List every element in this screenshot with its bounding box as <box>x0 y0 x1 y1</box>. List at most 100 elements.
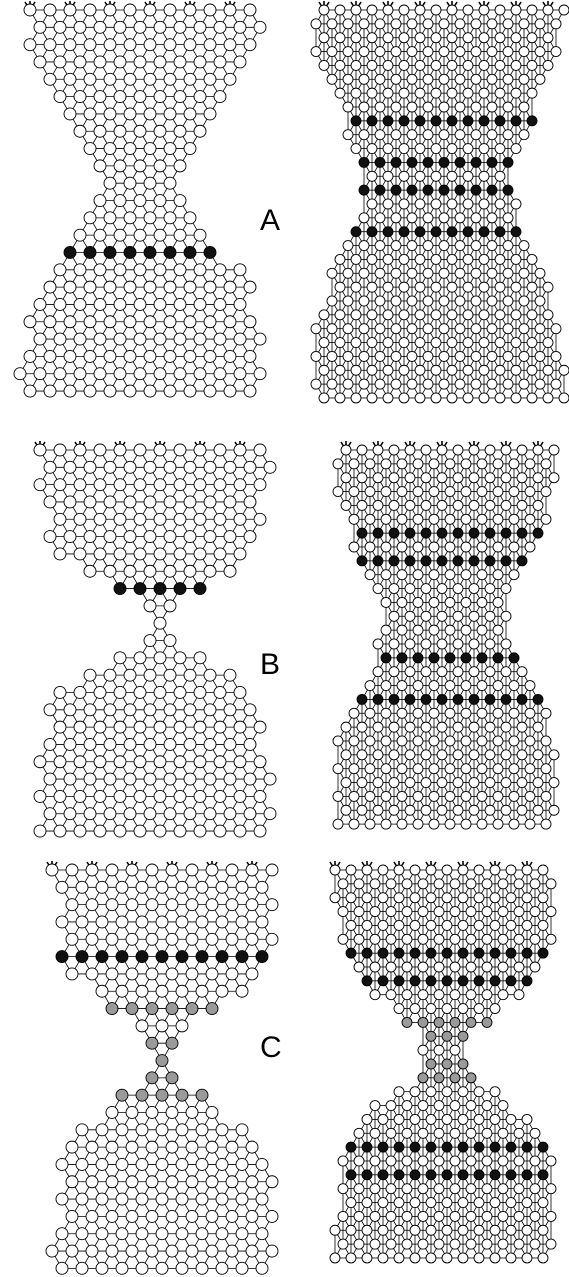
atom <box>43 703 57 717</box>
atom <box>486 184 498 196</box>
atom <box>63 703 77 717</box>
atom <box>342 295 354 307</box>
atom <box>364 790 376 802</box>
atom <box>153 686 167 699</box>
atom <box>332 763 344 775</box>
atom <box>382 4 394 16</box>
atom <box>518 101 530 113</box>
atom <box>143 460 157 474</box>
atom <box>83 384 97 398</box>
atom <box>406 267 418 279</box>
atom <box>93 755 107 769</box>
atom <box>372 721 384 733</box>
atom <box>153 159 167 173</box>
atom <box>452 749 464 761</box>
atom <box>476 596 488 608</box>
atom <box>446 392 458 404</box>
atom <box>414 392 426 404</box>
atom <box>23 3 37 17</box>
atom <box>193 720 207 734</box>
atom <box>484 638 496 650</box>
atom <box>516 499 528 511</box>
atom <box>203 460 217 474</box>
atom <box>143 737 157 751</box>
atom <box>334 4 346 16</box>
atom <box>83 349 97 363</box>
atom <box>398 115 410 127</box>
atom <box>444 735 456 747</box>
atom <box>364 486 376 498</box>
atom <box>532 499 544 511</box>
atom <box>163 280 177 294</box>
atom <box>93 228 107 242</box>
atom <box>454 18 466 30</box>
atom <box>532 527 544 539</box>
atom <box>550 378 562 390</box>
atom <box>484 444 496 456</box>
atom <box>374 184 386 196</box>
atom <box>374 350 386 362</box>
atom <box>350 226 362 238</box>
atom <box>436 693 448 705</box>
atom <box>404 555 416 567</box>
atom <box>358 240 370 252</box>
atom <box>478 253 490 265</box>
atom <box>113 297 127 311</box>
atom <box>223 3 237 17</box>
atom <box>183 280 197 294</box>
atom <box>350 364 362 376</box>
atom <box>332 486 344 498</box>
atom <box>420 721 432 733</box>
atom <box>452 693 464 705</box>
atom <box>83 737 97 751</box>
atom <box>374 240 386 252</box>
atom <box>404 777 416 788</box>
atom <box>253 789 267 803</box>
atom <box>193 443 207 457</box>
atom <box>388 472 400 484</box>
atom <box>468 583 480 595</box>
atom <box>223 530 237 544</box>
atom <box>484 583 496 595</box>
atom <box>414 59 426 71</box>
atom <box>446 143 458 155</box>
atom <box>193 297 207 311</box>
atom <box>550 350 562 362</box>
atom <box>404 666 416 678</box>
atom <box>33 443 47 457</box>
atom <box>388 527 400 539</box>
atom <box>462 281 474 293</box>
atom <box>173 194 187 207</box>
atom <box>213 443 227 457</box>
atom <box>374 129 386 141</box>
atom <box>133 443 147 457</box>
atom <box>430 392 442 404</box>
atom <box>340 444 352 456</box>
atom <box>516 693 528 705</box>
atom <box>326 73 338 85</box>
atom <box>366 281 378 293</box>
atom <box>478 337 490 348</box>
atom <box>524 680 536 692</box>
atom <box>396 680 408 692</box>
atom <box>163 772 177 786</box>
atom <box>420 777 432 788</box>
atom <box>502 184 514 196</box>
atom <box>113 263 127 277</box>
atom <box>420 638 432 650</box>
atom <box>203 737 217 751</box>
atom <box>508 486 520 498</box>
atom <box>372 693 384 705</box>
atom <box>404 610 416 622</box>
atom <box>326 18 338 30</box>
atom <box>430 337 442 348</box>
atom <box>412 486 424 498</box>
atom <box>193 755 207 769</box>
atom <box>398 59 410 71</box>
atom <box>508 513 520 525</box>
atom <box>183 3 197 17</box>
atom <box>143 495 157 509</box>
atom <box>494 253 506 265</box>
atom <box>103 72 117 86</box>
atom <box>213 367 227 381</box>
